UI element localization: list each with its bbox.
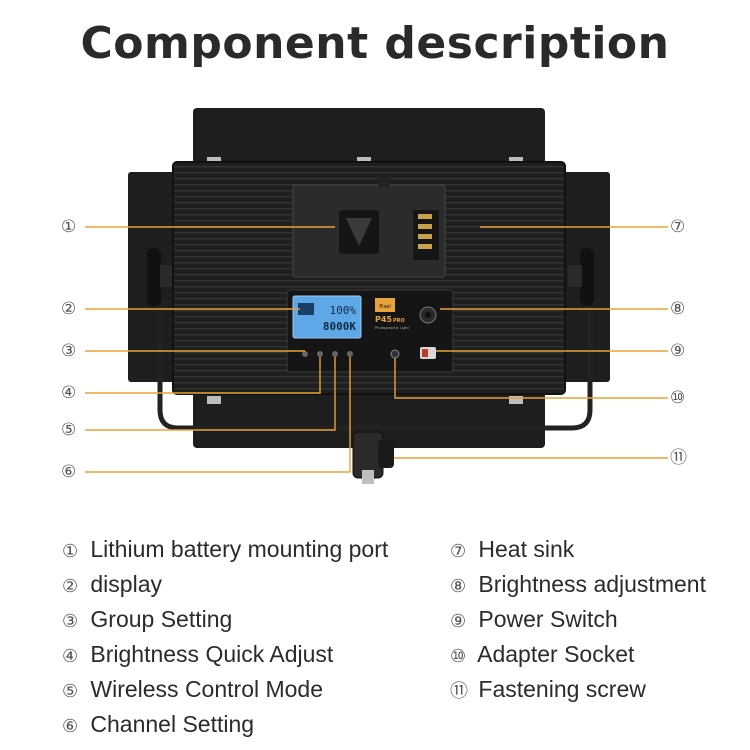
callout-1: ① <box>61 217 77 237</box>
side-knobs <box>147 248 594 306</box>
legend-item-2: ② display <box>62 571 162 597</box>
legend-item-1: ① Lithium battery mounting port <box>62 536 389 562</box>
lcd-brightness: 100% <box>330 304 357 317</box>
control-panel: 100% 8000K Pixel P45PRO Photographic Lig… <box>286 289 454 373</box>
legend-item-9: ⑨ Power Switch <box>450 606 618 632</box>
legend-item-8: ⑧ Brightness adjustment <box>450 571 706 597</box>
callout-10: ⑩ <box>670 388 686 408</box>
callout-5: ⑤ <box>61 420 77 440</box>
legend-item-10: ⑩ Adapter Socket <box>450 641 635 667</box>
control-buttons <box>302 351 353 357</box>
brand-badge <box>375 298 395 312</box>
model-name: P45PRO <box>375 315 405 324</box>
heat-sink-panel <box>172 161 566 395</box>
callout-7: ⑦ <box>670 217 686 237</box>
leader-lines <box>85 226 668 473</box>
legend-item-3: ③ Group Setting <box>62 606 233 632</box>
legend-item-11: ⑪ Fastening screw <box>450 676 646 702</box>
adapter-socket <box>390 349 400 359</box>
callout-11: ⑪ <box>670 448 687 468</box>
callout-9: ⑨ <box>670 341 686 361</box>
callout-8: ⑧ <box>670 299 686 319</box>
battery-mount-plate <box>292 177 446 278</box>
product-diagram: 100% 8000K Pixel P45PRO Photographic Lig… <box>85 108 668 484</box>
brand-text: Pixel <box>379 304 391 310</box>
model-subtitle: Photographic Light <box>375 326 409 330</box>
legend-item-4: ④ Brightness Quick Adjust <box>62 641 334 667</box>
callout-3: ③ <box>61 341 77 361</box>
fastening-screw <box>352 431 394 484</box>
lcd-color-temp: 8000K <box>323 320 356 333</box>
barn-doors <box>128 108 610 448</box>
yoke-bracket <box>157 298 593 431</box>
legend-item-5: ⑤ Wireless Control Mode <box>62 676 324 702</box>
legend-item-7: ⑦ Heat sink <box>450 536 575 562</box>
legend-item-6: ⑥ Channel Setting <box>62 711 255 737</box>
page-title: Component description <box>80 18 670 69</box>
callout-4: ④ <box>61 383 77 403</box>
callout-2: ② <box>61 299 77 319</box>
callout-6: ⑥ <box>61 462 77 482</box>
